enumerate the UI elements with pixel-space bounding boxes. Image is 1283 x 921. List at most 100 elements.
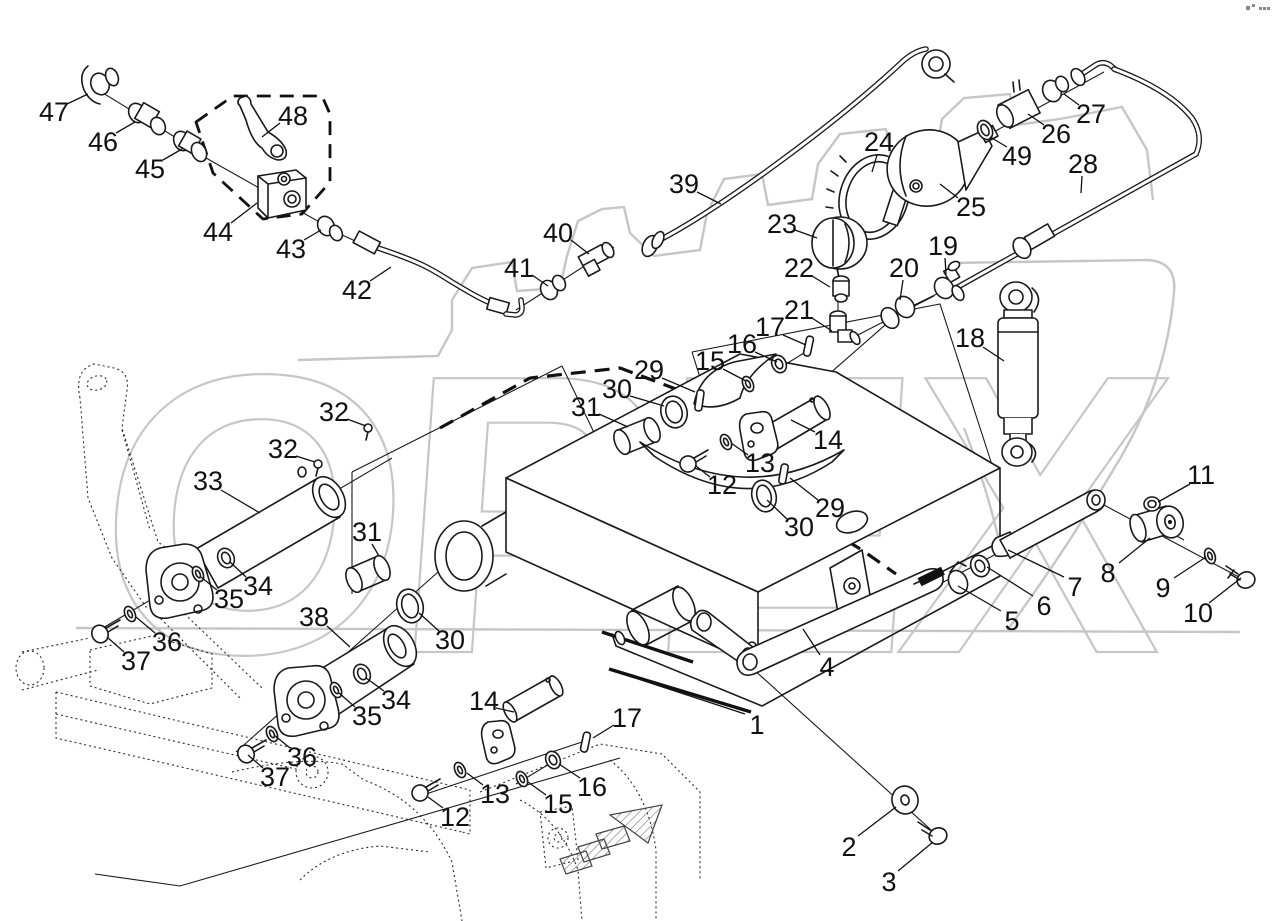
part-6-nut xyxy=(969,554,991,578)
part-21-elbow-fitting xyxy=(829,310,861,346)
leader-line-43 xyxy=(303,229,322,241)
callout-5: 5 xyxy=(1004,606,1019,636)
callout-38: 38 xyxy=(299,602,329,632)
callout-11: 11 xyxy=(1187,460,1215,490)
callout-20: 20 xyxy=(889,253,919,283)
part-40-elbow-fitting xyxy=(577,241,615,277)
leader-line-40 xyxy=(570,239,590,255)
callout-33: 33 xyxy=(193,466,223,496)
leader-line-17 xyxy=(592,724,615,739)
callout-16: 16 xyxy=(727,329,757,359)
leader-line-34 xyxy=(365,677,385,692)
watermark-swoosh xyxy=(949,258,1176,633)
part-31-bushing-a xyxy=(613,416,661,456)
part-47-clamp xyxy=(80,65,120,105)
leader-line-30 xyxy=(766,499,788,520)
callout-22: 22 xyxy=(784,253,814,283)
part-23-pressure-gauge xyxy=(811,216,868,278)
callout-31: 31 xyxy=(352,517,382,547)
part-37-bolt-a xyxy=(91,619,121,644)
callout-3: 3 xyxy=(881,867,896,897)
watermark-underline xyxy=(75,626,1241,634)
leader-line-4 xyxy=(802,628,821,656)
part-30-ring-a xyxy=(659,395,689,429)
callout-12: 12 xyxy=(440,802,470,832)
callout-47: 47 xyxy=(39,97,69,127)
leader-line-25 xyxy=(939,183,959,199)
leader-line-9 xyxy=(1173,556,1207,579)
part-29-pin-a xyxy=(694,389,705,412)
callout-9: 9 xyxy=(1155,573,1170,603)
leader-line-13 xyxy=(466,772,484,786)
callout-49: 49 xyxy=(1002,141,1032,171)
callout-40: 40 xyxy=(543,218,573,248)
callout-45: 45 xyxy=(135,154,165,184)
page-corner-mark xyxy=(1246,4,1270,10)
callout-44: 44 xyxy=(203,217,233,247)
part-49-seal-ring xyxy=(976,119,994,141)
part-3-bolt xyxy=(917,821,948,845)
leader-line-45 xyxy=(162,148,183,161)
leader-line-19 xyxy=(944,257,947,275)
leader-line-30 xyxy=(418,612,440,632)
part-32-screw-a xyxy=(363,423,373,441)
leader-line-26 xyxy=(1027,113,1045,126)
leader-line-3 xyxy=(897,841,934,872)
part-39-pipe xyxy=(641,46,955,258)
leader-line-34 xyxy=(229,561,247,578)
leader-line-27 xyxy=(1063,93,1080,106)
leader-line-35 xyxy=(338,692,356,708)
callout-12: 12 xyxy=(707,470,737,500)
callout-36: 36 xyxy=(287,742,317,772)
callout-24: 24 xyxy=(864,127,894,157)
part-45-coupling xyxy=(172,130,208,163)
leader-line-10 xyxy=(1208,577,1242,604)
leader-line-28 xyxy=(1080,175,1083,194)
callout-28: 28 xyxy=(1068,149,1098,179)
callout-27: 27 xyxy=(1076,99,1106,129)
part-4-strut xyxy=(736,566,945,676)
callout-25: 25 xyxy=(956,192,986,222)
part-7-lever xyxy=(991,489,1106,559)
part-17-roll-pin-b xyxy=(579,731,592,753)
callout-26: 26 xyxy=(1041,119,1071,149)
leader-line-35 xyxy=(200,576,218,591)
leader-line-14 xyxy=(495,707,515,713)
callout-42: 42 xyxy=(342,275,372,305)
part-15-washer-b xyxy=(515,770,529,788)
leader-line-30 xyxy=(629,395,665,407)
callout-8: 8 xyxy=(1100,558,1115,588)
leader-line-32 xyxy=(346,418,367,427)
part-27-nut xyxy=(1041,75,1070,103)
callout-15: 15 xyxy=(543,789,573,819)
part-32-screw-b xyxy=(313,459,323,477)
callout-41: 41 xyxy=(504,253,534,283)
direction-arrow xyxy=(559,804,663,875)
part-14-pin-a xyxy=(738,395,831,462)
callout-39: 39 xyxy=(669,169,699,199)
leader-line-20 xyxy=(899,279,904,301)
callout-1: 1 xyxy=(749,710,764,740)
callout-29: 29 xyxy=(634,355,664,385)
callout-30: 30 xyxy=(602,374,632,404)
part-14-pin-b xyxy=(480,675,564,765)
leader-line-44 xyxy=(230,202,258,224)
leader-line-6 xyxy=(986,566,1034,597)
callout-31: 31 xyxy=(571,392,601,422)
leader-line-1 xyxy=(610,669,746,715)
valve-group-dashed-box xyxy=(194,94,332,221)
callout-14: 14 xyxy=(469,686,499,716)
part-18-shock-absorber xyxy=(997,281,1040,467)
leader-line-31 xyxy=(371,543,380,557)
leader-line-38 xyxy=(326,625,351,648)
leader-line-48 xyxy=(261,122,281,138)
part-30-ring-c xyxy=(395,588,425,624)
part-12-bolt-b xyxy=(411,778,441,802)
leader-line-12 xyxy=(695,465,711,478)
leader-line-8 xyxy=(1118,537,1151,564)
callout-37: 37 xyxy=(121,646,151,676)
leader-line-16 xyxy=(558,763,581,779)
callout-layer: 4746454844434241403924254926272823222120… xyxy=(39,93,1242,897)
callout-18: 18 xyxy=(955,323,985,353)
